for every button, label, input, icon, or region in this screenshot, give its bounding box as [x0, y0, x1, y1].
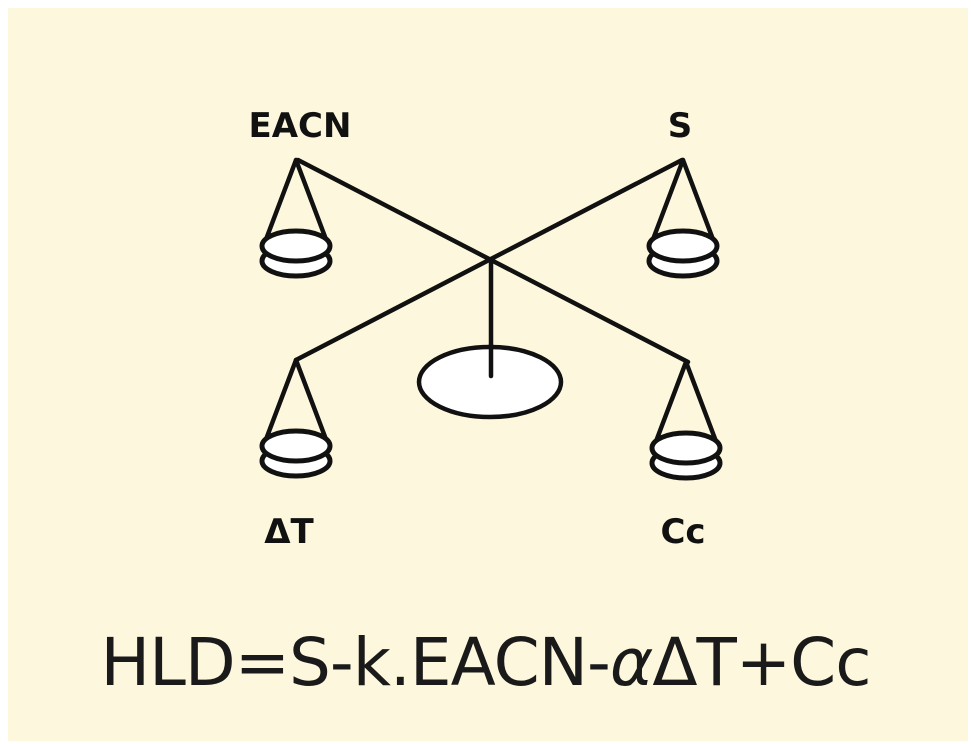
- label-eacn: EACN: [249, 106, 352, 146]
- formula-part2: ΔT+Cc: [652, 624, 871, 701]
- pan-deltat: [259, 357, 333, 479]
- pan-eacn: [259, 157, 333, 279]
- label-cc: Cc: [660, 512, 705, 552]
- formula-alpha: α: [609, 624, 654, 701]
- label-s: S: [668, 106, 693, 146]
- hld-formula: HLD=S-k.EACN-αΔT+Cc: [0, 618, 971, 708]
- formula-part1: HLD=S-k.EACN-: [100, 624, 610, 701]
- pan-s: [646, 157, 720, 279]
- beam-s-to-deltat: [293, 157, 685, 363]
- label-deltat: ΔT: [264, 512, 314, 552]
- pan-cc: [649, 359, 723, 481]
